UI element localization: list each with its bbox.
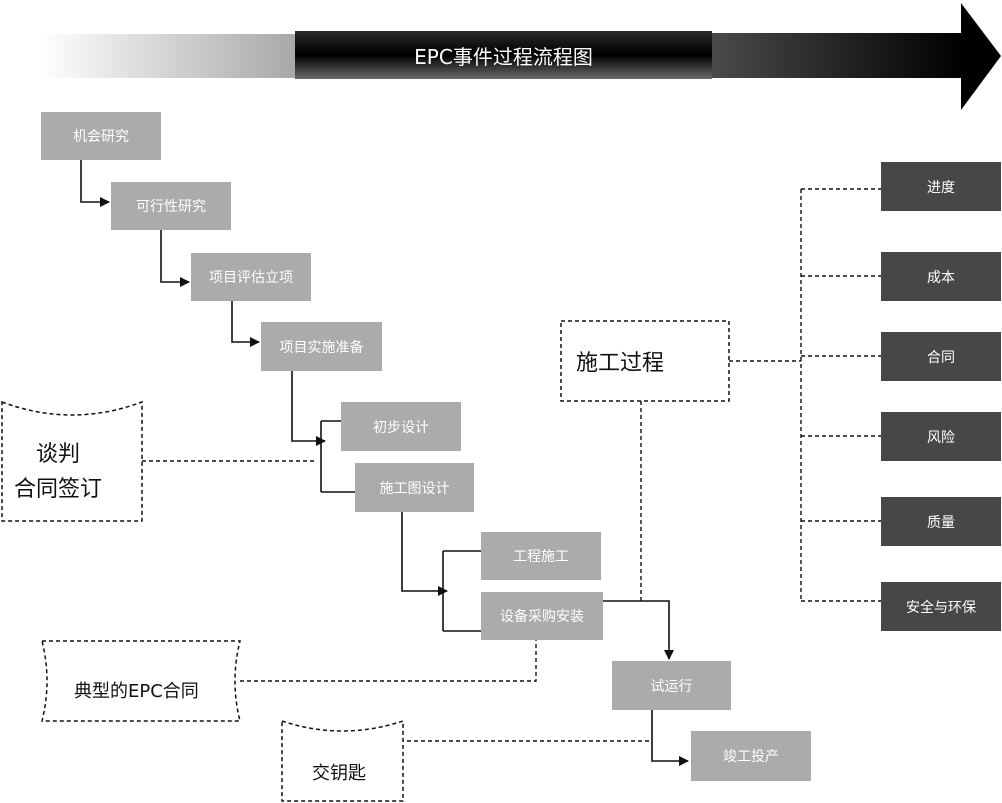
negotiation-callout [1, 400, 143, 522]
step-project-evaluation: 项目评估立项 [191, 253, 311, 301]
step-connectors [80, 160, 689, 766]
construction-process-callout [560, 320, 730, 402]
step-construction-drawing-design: 施工图设计 [355, 463, 474, 512]
step-trial-operation: 试运行 [612, 661, 731, 710]
handover-label: 交钥匙 [312, 763, 366, 784]
step-implementation-preparation: 项目实施准备 [261, 322, 382, 371]
aspect-quality: 质量 [881, 497, 1001, 546]
negotiation-label-line1: 谈判 [36, 442, 81, 467]
step-feasibility-study: 可行性研究 [111, 182, 231, 230]
typical-contract-label: 典型的EPC合同 [74, 681, 199, 702]
construction-process-label: 施工过程 [576, 351, 665, 376]
aspect-risk: 风险 [881, 412, 1001, 461]
handover-callout [281, 719, 404, 802]
typical-contract-callout [41, 640, 241, 722]
aspect-schedule: 进度 [881, 162, 1001, 211]
negotiation-label-line2: 合同签订 [14, 477, 103, 502]
step-completion: 竣工投产 [691, 731, 811, 781]
dashed-connectors [142, 188, 881, 742]
aspect-cost: 成本 [881, 252, 1001, 301]
step-equipment-procurement: 设备采购安装 [481, 592, 603, 640]
step-engineering-construction: 工程施工 [481, 532, 601, 580]
aspect-contract: 合同 [881, 332, 1001, 381]
step-opportunity-research: 机会研究 [41, 112, 161, 160]
diagram-title: EPC事件过程流程图 [414, 44, 593, 69]
step-preliminary-design: 初步设计 [341, 402, 461, 451]
banner-arrow [40, 3, 1001, 110]
aspect-safety-environment: 安全与环保 [881, 582, 1001, 631]
